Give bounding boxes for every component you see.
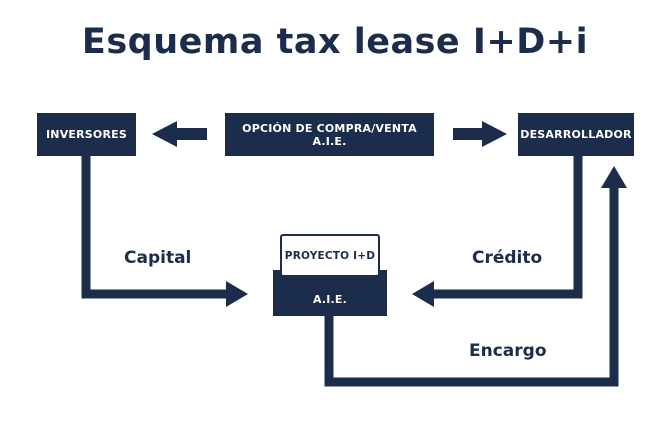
- desarrollador-box: DESARROLLADOR: [518, 113, 634, 156]
- capital-connector-line: [81, 154, 228, 299]
- credito-label: Crédito: [472, 248, 543, 268]
- encargo-connector-line: [324, 186, 619, 387]
- aie-label: A.I.E.: [312, 293, 348, 306]
- credito-connector-line: [432, 154, 583, 299]
- proyecto-id-box: PROYECTO I+D: [280, 234, 380, 277]
- credito-arrowhead: [412, 281, 434, 307]
- encargo-label: Encargo: [469, 341, 547, 361]
- arrow-opcion-to-desarrollador: [453, 121, 507, 147]
- encargo-arrowhead: [601, 166, 627, 188]
- opcion-compra-venta-box: OPCIÓN DE COMPRA/VENTA A.I.E.: [225, 113, 434, 156]
- aie-box: A.I.E.: [273, 270, 387, 316]
- capital-label: Capital: [124, 248, 192, 268]
- capital-arrowhead: [226, 281, 248, 307]
- arrow-opcion-to-inversores: [152, 121, 207, 147]
- inversores-box: INVERSORES: [37, 113, 136, 156]
- diagram-title: Esquema tax lease I+D+i: [81, 22, 589, 62]
